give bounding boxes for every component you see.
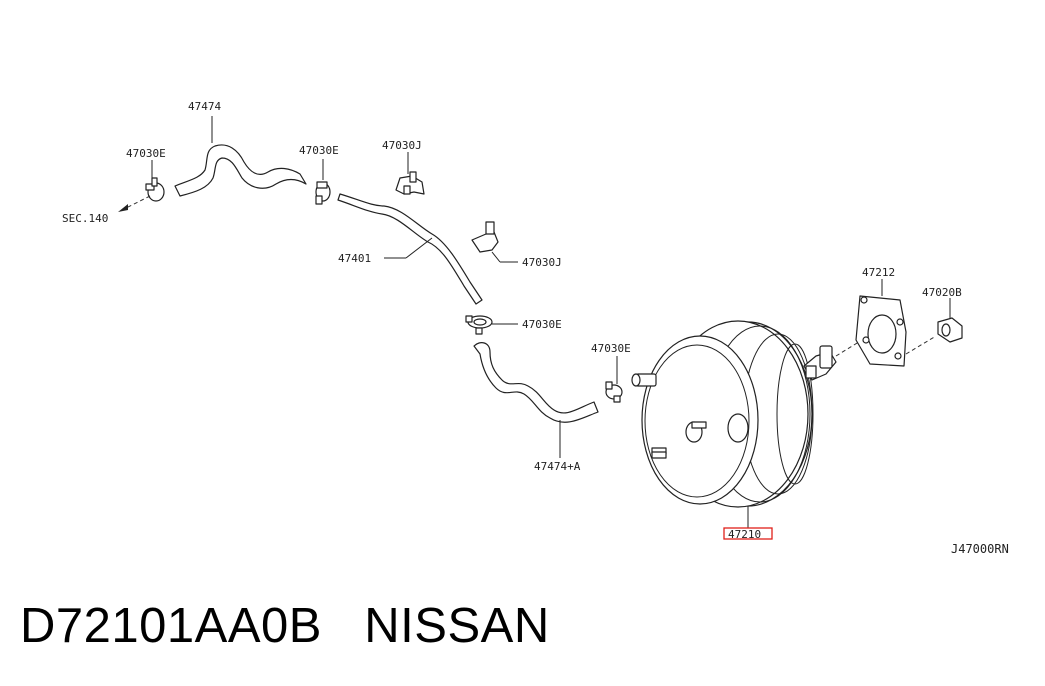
connector-top [395, 171, 425, 195]
label-connector-top: 47030J [382, 139, 422, 152]
label-clamp-booster: 47030E [591, 342, 631, 355]
clamp-booster [605, 381, 623, 403]
tube-47401 [337, 193, 483, 305]
brake-booster-diagram: 47474 47030E SEC.140 47030E 47030J 47401… [62, 100, 963, 541]
brake-booster [631, 320, 837, 508]
part-number: D72101AA0B [20, 599, 322, 653]
booster-label-highlight [723, 527, 773, 540]
connector-right [471, 221, 499, 253]
hose-lower [473, 342, 599, 423]
part-caption: D72101AA0B NISSAN [20, 598, 550, 654]
clamp-upper-mid [315, 181, 331, 205]
section-ref: SEC.140 [62, 212, 108, 225]
label-clamp-upper-left: 47030E [126, 147, 166, 160]
label-tube: 47401 [338, 252, 371, 265]
gasket-47212 [855, 295, 907, 367]
label-gasket: 47212 [862, 266, 895, 279]
nut-47020B [937, 317, 963, 343]
clamp-mid [465, 315, 493, 335]
label-nut: 47020B [922, 286, 962, 299]
label-clamp-upper-mid: 47030E [299, 144, 339, 157]
label-hose-upper: 47474 [188, 100, 221, 113]
label-clamp-mid: 47030E [522, 318, 562, 331]
label-connector-right: 47030J [522, 256, 562, 269]
label-hose-lower: 47474+A [534, 460, 581, 473]
clamp-upper-left [145, 177, 165, 202]
hose-47474 [174, 144, 307, 197]
brand-name: NISSAN [364, 599, 550, 653]
diagram-reference-code: J47000RN [951, 542, 1009, 556]
label-booster: 47210 [728, 528, 761, 541]
